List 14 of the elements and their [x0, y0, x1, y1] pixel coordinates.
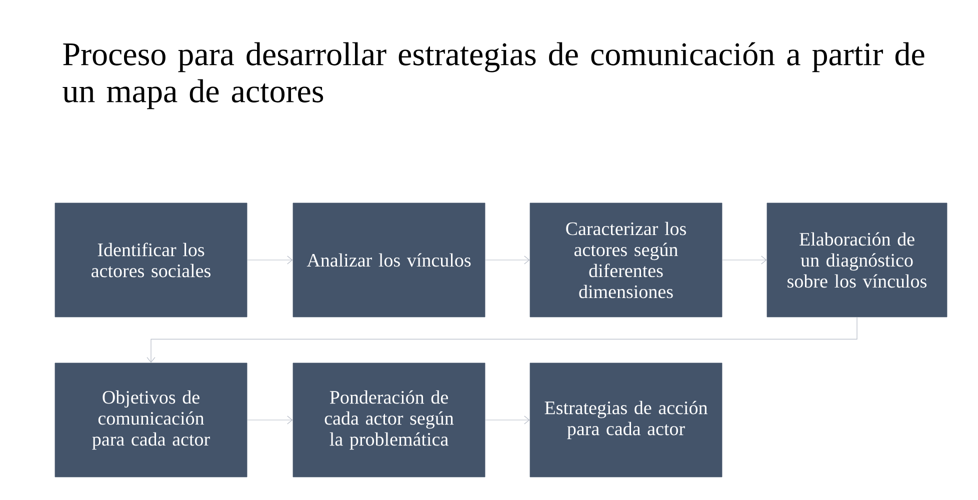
- process-box: Analizar los vínculos: [292, 202, 486, 318]
- process-box: Objetivos de comunicación para cada actor: [54, 362, 248, 478]
- arrow: [484, 416, 530, 424]
- process-box: Ponderación de cada actor según la problemática: [292, 362, 486, 478]
- process-box: Elaboración de un diagnóstico sobre los vínculos: [766, 202, 948, 318]
- arrow: [246, 416, 293, 424]
- arrow: [146, 316, 858, 363]
- arrow: [722, 256, 767, 264]
- process-box: Estrategias de acción para cada actor: [530, 362, 722, 478]
- process-box: Identificar los actores sociales: [54, 202, 248, 318]
- arrow: [484, 256, 530, 264]
- arrow: [246, 256, 293, 264]
- process-box: Caracterizar los actores según diferentes dimensiones: [530, 202, 722, 318]
- title: Proceso para desarrollar estrategias de comunicación a partir de un mapa de actores: [62, 42, 924, 110]
